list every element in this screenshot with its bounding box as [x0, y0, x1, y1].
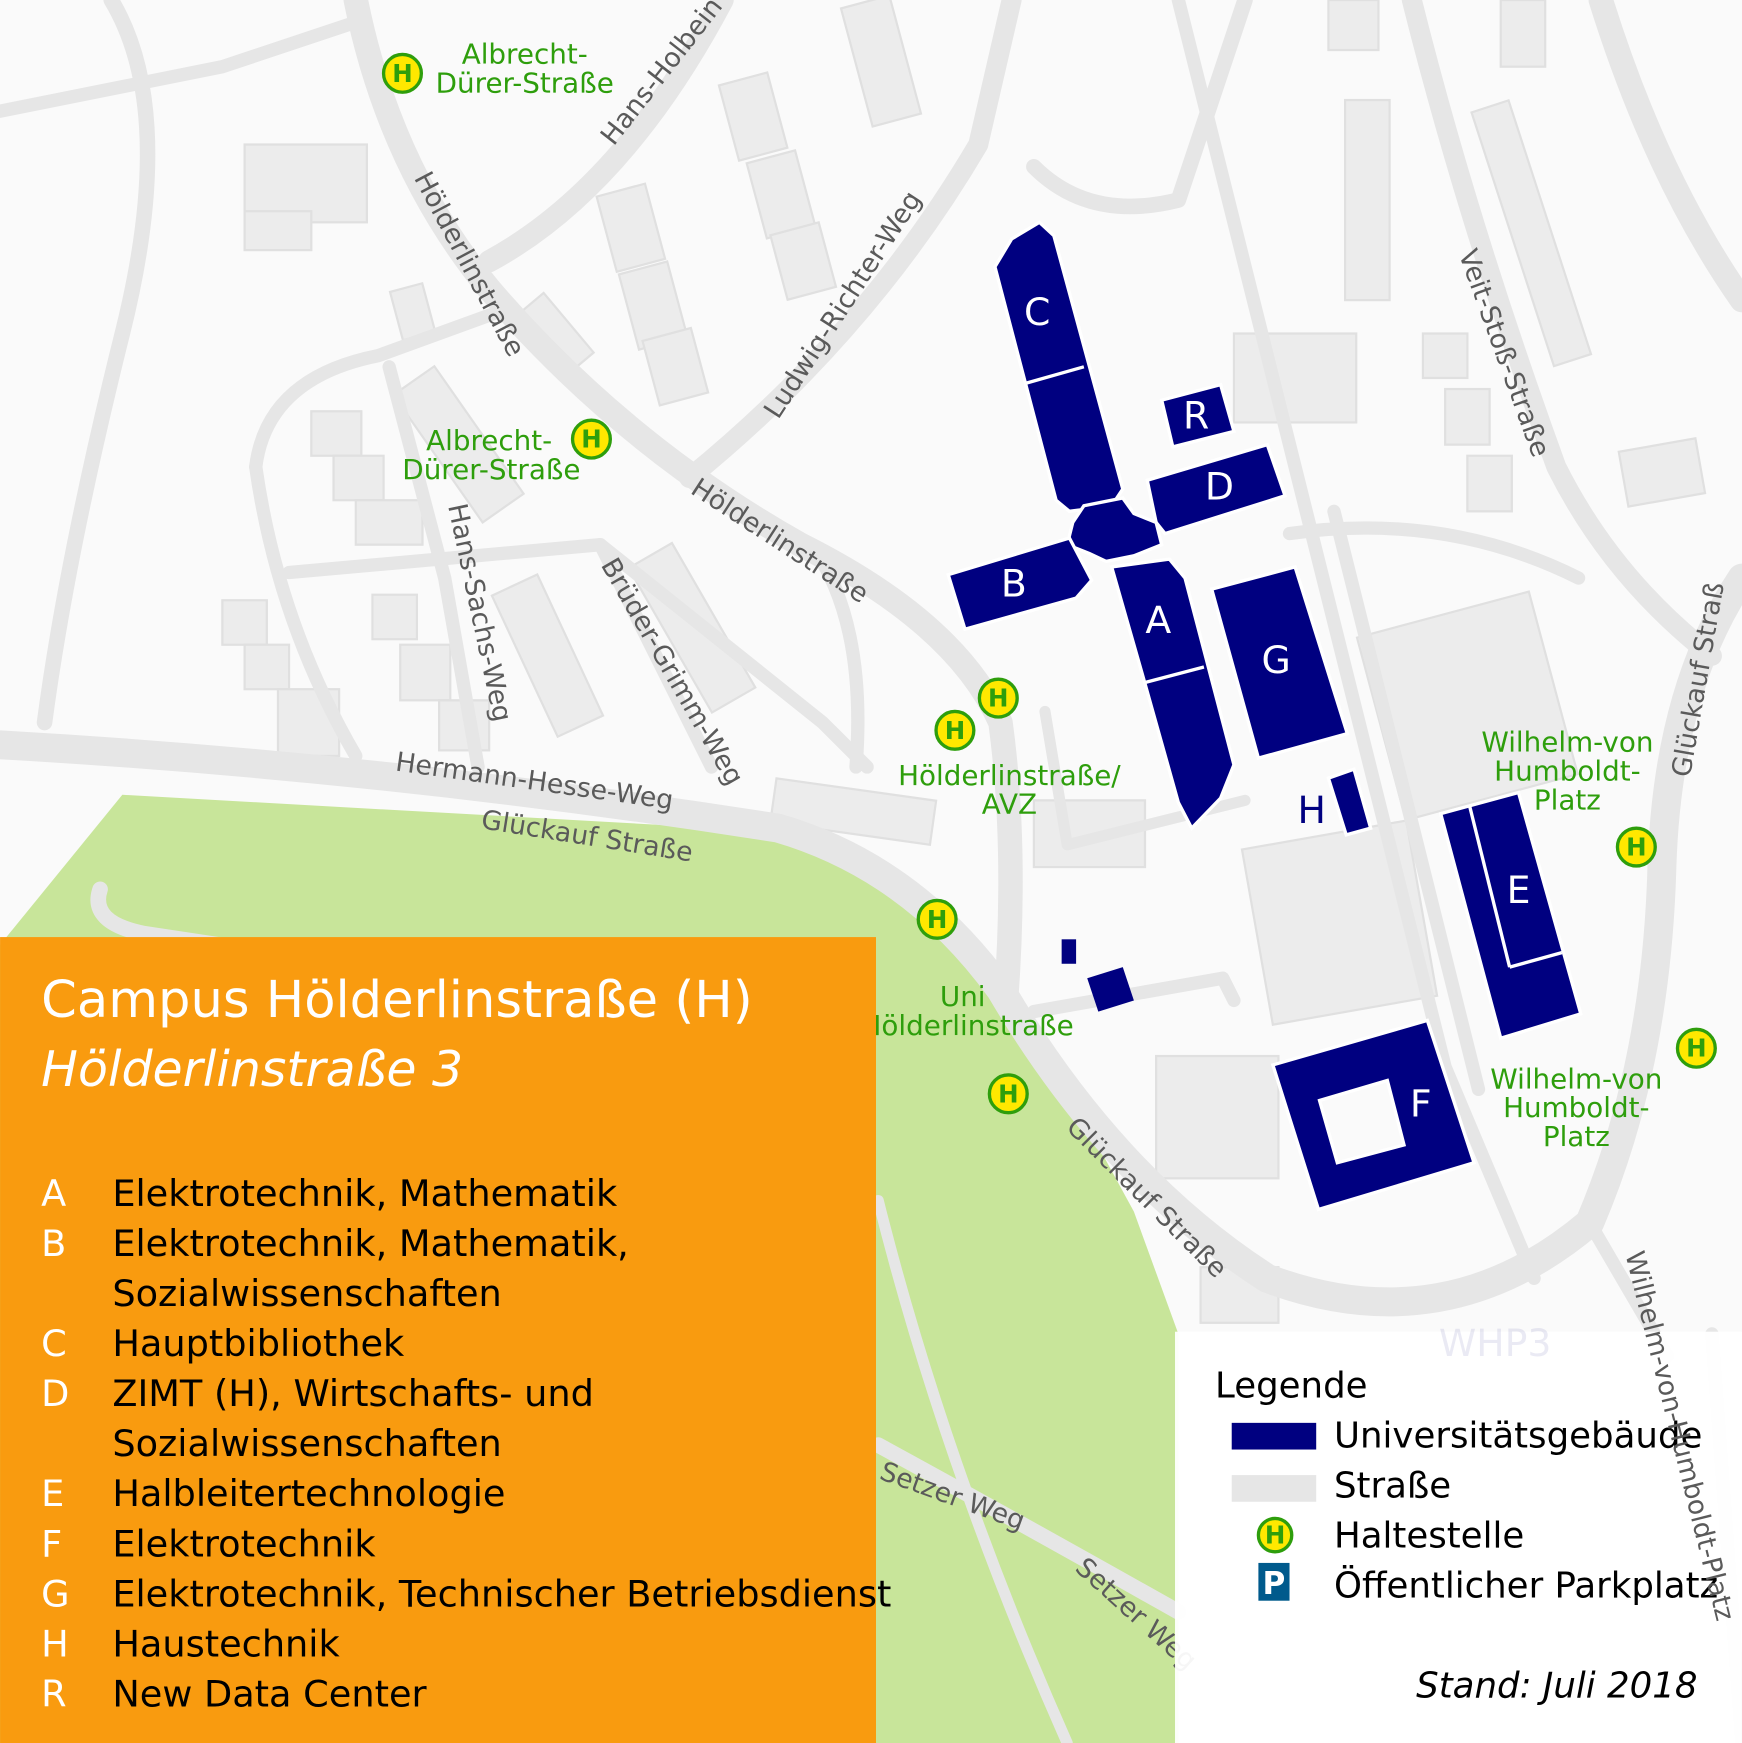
legend-label: Öffentlicher Parkplatz: [1334, 1564, 1718, 1606]
bus-stop-icon[interactable]: H: [570, 418, 612, 460]
building-description: Elektrotechnik: [112, 1522, 376, 1565]
small-building: [1061, 939, 1077, 964]
university-building-swatch: [1231, 1422, 1317, 1450]
svg-text:H: H: [1626, 833, 1646, 862]
small-building: [1087, 967, 1134, 1012]
stop-label: AVZ: [982, 788, 1037, 821]
building-description: Halbleitertechnologie: [112, 1472, 505, 1515]
svg-text:H: H: [581, 425, 601, 454]
building-key: H: [41, 1622, 69, 1665]
stop-label: Albrecht-: [462, 37, 588, 70]
stop-label: Humboldt-: [1503, 1091, 1649, 1124]
building-description: Haustechnik: [112, 1622, 340, 1665]
stop-label: Dürer-Straße: [436, 66, 614, 99]
map-date: Stand: Juli 2018: [1416, 1665, 1697, 1706]
building-key: C: [41, 1322, 67, 1365]
legend: WHP3 Legende Universitätsgebäude Straße …: [1175, 1321, 1742, 1743]
svg-text:H: H: [392, 59, 412, 88]
building-description: Elektrotechnik, Technischer Betriebsdien…: [112, 1572, 891, 1615]
bus-stop-icon[interactable]: H: [1675, 1027, 1717, 1069]
svg-text:H: H: [1265, 1521, 1285, 1550]
bus-stop-icon[interactable]: H: [977, 677, 1019, 719]
building-description: Sozialwissenschaften: [112, 1272, 501, 1315]
building-description: Hauptbibliothek: [112, 1322, 405, 1365]
stop-label: Hölderlinstraße/: [898, 759, 1121, 792]
bus-stop-icon[interactable]: H: [1615, 826, 1657, 868]
building-label-F: F: [1410, 1082, 1432, 1126]
building-key: E: [41, 1472, 64, 1515]
building-key: R: [41, 1672, 66, 1715]
bus-stop-icon: H: [1256, 1516, 1294, 1554]
building-list: A Elektrotechnik, Mathematik B Elektrote…: [41, 1172, 891, 1715]
building-label-R: R: [1183, 393, 1209, 437]
building-R[interactable]: [1159, 382, 1237, 449]
parking-icon: [1258, 1562, 1290, 1601]
building-A[interactable]: [1109, 557, 1236, 831]
legend-title: Legende: [1215, 1365, 1368, 1406]
building-label-D: D: [1205, 465, 1234, 509]
stop-label: Platz: [1534, 783, 1601, 816]
building-E[interactable]: [1438, 790, 1583, 1041]
building-label-E: E: [1507, 868, 1531, 912]
building-label-C: C: [1024, 290, 1050, 334]
building-C[interactable]: [993, 220, 1125, 514]
building-F[interactable]: [1270, 1018, 1477, 1212]
building-description: Elektrotechnik, Mathematik: [112, 1172, 618, 1215]
building-label-A: A: [1145, 598, 1171, 642]
bus-stops: H Albrecht- Dürer-Straße H Albrecht- Dür…: [381, 37, 1717, 1153]
building-key: B: [41, 1222, 66, 1265]
svg-text:H: H: [1686, 1034, 1706, 1063]
stop-label: Humboldt-: [1494, 754, 1640, 787]
stop-label: Dürer-Straße: [402, 453, 580, 486]
svg-text:H: H: [945, 716, 965, 745]
stop-label: Uni: [940, 980, 986, 1013]
stop-label: Hölderlinstraße: [861, 1009, 1074, 1042]
svg-text:H: H: [988, 684, 1008, 713]
building-D[interactable]: [1145, 442, 1288, 536]
bus-stop-icon[interactable]: H: [381, 52, 424, 94]
university-buildings: C R D B A G H E F: [946, 220, 1583, 1212]
building-description: Sozialwissenschaften: [112, 1422, 501, 1465]
stop-label: Platz: [1543, 1120, 1610, 1153]
building-H[interactable]: [1326, 767, 1373, 837]
legend-label: Haltestelle: [1334, 1515, 1524, 1556]
bus-stop-icon[interactable]: H: [916, 898, 958, 940]
parking-symbol: P: [1263, 1566, 1286, 1602]
building-B[interactable]: [946, 536, 1094, 632]
info-panel: Campus Hölderlinstraße (H) Hölderlinstra…: [0, 937, 891, 1743]
stop-label: Wilhelm-von: [1481, 725, 1653, 758]
building-key: D: [41, 1372, 69, 1415]
campus-title: Campus Hölderlinstraße (H): [41, 971, 753, 1030]
building-key: F: [41, 1522, 62, 1565]
building-description: New Data Center: [112, 1672, 427, 1715]
building-label-G: G: [1262, 638, 1291, 682]
legend-label: Universitätsgebäude: [1334, 1415, 1702, 1456]
legend-label: Straße: [1334, 1465, 1451, 1506]
stop-label: Wilhelm-von: [1490, 1062, 1662, 1095]
bus-stop-icon[interactable]: H: [934, 709, 976, 751]
building-description: Elektrotechnik, Mathematik,: [112, 1222, 629, 1265]
building-key: A: [41, 1172, 66, 1215]
svg-text:H: H: [927, 905, 947, 934]
building-key: G: [41, 1572, 69, 1615]
building-label-H: H: [1298, 788, 1326, 832]
bus-stop-icon[interactable]: H: [987, 1073, 1029, 1115]
building-label-B: B: [1001, 561, 1027, 605]
building-description: ZIMT (H), Wirtschafts- und: [112, 1372, 594, 1415]
stop-label: Albrecht-: [426, 424, 552, 457]
road-swatch: [1231, 1475, 1317, 1502]
campus-address: Hölderlinstraße 3: [41, 1041, 463, 1098]
park-path: [90, 881, 375, 975]
svg-text:H: H: [998, 1079, 1018, 1108]
faded-building-label: WHP3: [1439, 1321, 1552, 1365]
building-G[interactable]: [1209, 564, 1350, 761]
